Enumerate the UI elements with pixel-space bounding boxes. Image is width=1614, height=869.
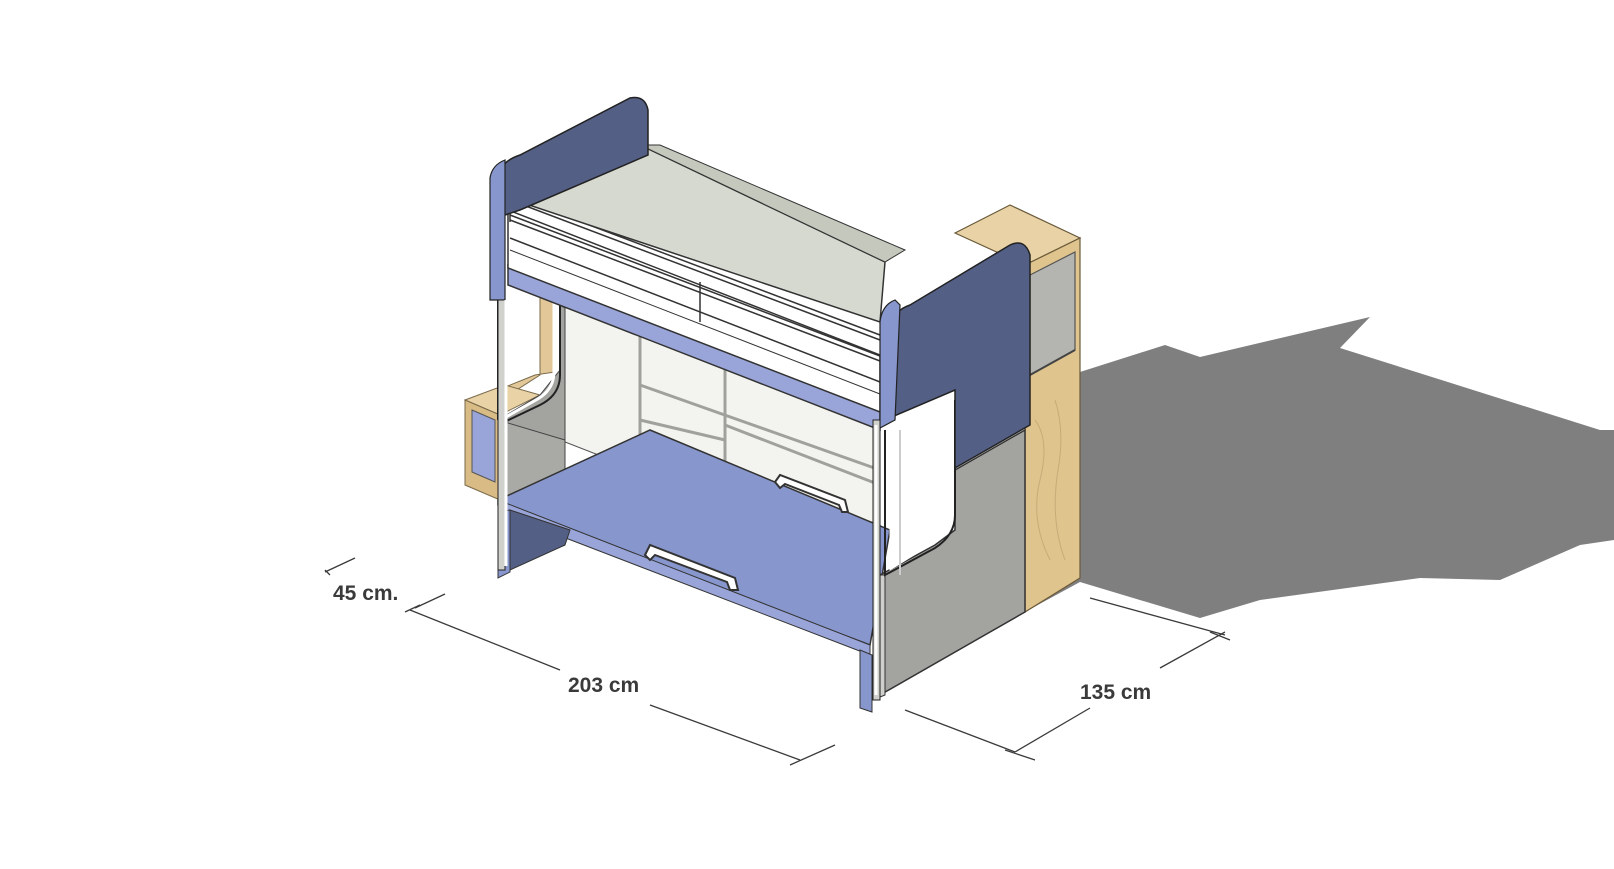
upper-bed-rail <box>507 194 881 432</box>
right-side-panel <box>879 400 1026 698</box>
rear-handle <box>773 473 850 513</box>
cast-shadow <box>880 317 1614 692</box>
dim-203-line-a <box>409 609 561 671</box>
dimension-label-45: 45 cm. <box>333 582 399 605</box>
dim-203-line-b <box>649 704 801 761</box>
left-headboard <box>489 96 649 571</box>
lower-bed-handle <box>643 543 740 591</box>
right-footboard <box>872 242 1031 701</box>
dim-135-line-a <box>904 709 1016 753</box>
dim-135-line-b <box>1014 707 1091 753</box>
dimension-label-135: 135 cm <box>1080 681 1152 704</box>
dim-45-line <box>324 557 356 573</box>
dimension-lines <box>324 557 1231 766</box>
guard-rail <box>509 194 881 362</box>
dimension-label-203: 203 cm <box>568 674 640 697</box>
